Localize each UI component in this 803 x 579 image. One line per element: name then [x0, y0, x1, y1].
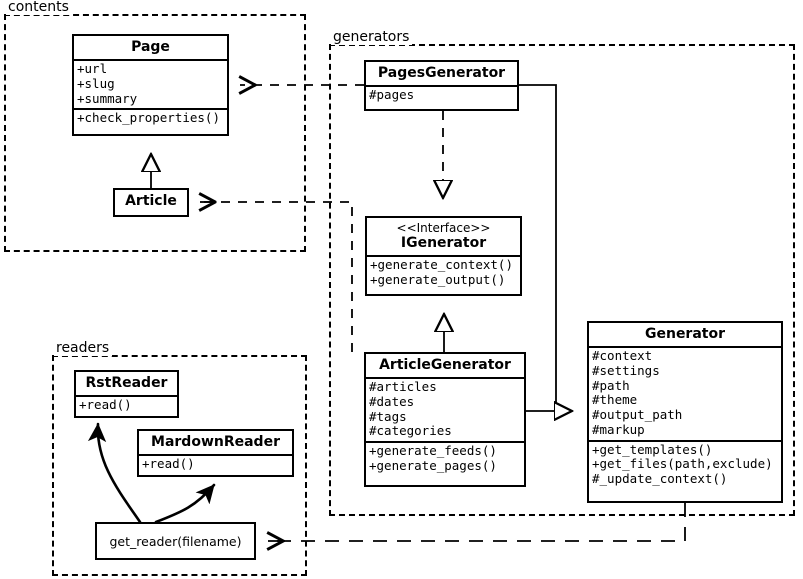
class-name-mardownreader: MardownReader [151, 434, 280, 450]
class-name-text-igenerator: IGenerator [400, 235, 487, 252]
attribute: #dates [369, 393, 415, 409]
method: #_update_context() [592, 471, 728, 487]
class-name-rstreader: RstReader [85, 375, 168, 391]
attribute: +summary [77, 90, 138, 106]
class-name-article: Article [125, 193, 177, 209]
class-name-generator: Generator [644, 326, 725, 342]
method: +check_properties() [77, 110, 220, 126]
package-contents-border [4, 14, 306, 252]
attribute: #articles [369, 379, 437, 395]
class-box-page[interactable]: Page +url +slug +summary +check_properti… [72, 34, 229, 136]
class-name-articlegenerator: ArticleGenerator [379, 357, 511, 373]
method: +generate_pages() [369, 457, 497, 473]
class-box-articlegenerator[interactable]: ArticleGenerator #articles #dates #tags … [364, 352, 526, 487]
function-box-get-reader[interactable]: get_reader(filename) [95, 522, 256, 560]
method: +get_templates() [592, 441, 713, 457]
package-readers-label: readers [54, 340, 113, 356]
package-contents-label: contents [6, 0, 72, 15]
attribute: #categories [369, 423, 452, 439]
class-methods-igenerator: +generate_context() +generate_output() [367, 255, 520, 290]
class-stereotype-igenerator: <<Interface>> [396, 221, 491, 235]
class-box-igenerator[interactable]: <<Interface>> IGenerator +generate_conte… [365, 216, 522, 296]
package-generators-label: generators [331, 29, 413, 45]
attribute: #theme [592, 392, 638, 408]
class-name-pagesgenerator: PagesGenerator [377, 65, 506, 81]
method: +get_files(path,exclude) [592, 456, 773, 472]
class-methods-articlegenerator: +generate_feeds() +generate_pages() [366, 441, 524, 476]
method: +read() [142, 456, 195, 472]
class-attributes-pagesgenerator: #pages [366, 85, 517, 105]
function-label-get-reader: get_reader(filename) [109, 533, 242, 549]
class-box-rstreader[interactable]: RstReader +read() [74, 370, 179, 418]
attribute: #path [592, 377, 630, 393]
class-attributes-page: +url +slug +summary [74, 59, 227, 108]
attribute: #context [592, 348, 653, 364]
package-contents [4, 14, 306, 252]
class-box-article[interactable]: Article [113, 188, 189, 217]
class-attributes-generator: #context #settings #path #theme #output_… [589, 346, 781, 440]
attribute: #output_path [592, 407, 683, 423]
class-box-generator[interactable]: Generator #context #settings #path #them… [587, 321, 783, 503]
class-name-igenerator: <<Interface>> IGenerator [367, 218, 520, 255]
attribute: #settings [592, 362, 660, 378]
class-box-mardownreader[interactable]: MardownReader +read() [137, 429, 294, 477]
class-box-pagesgenerator[interactable]: PagesGenerator #pages [364, 60, 519, 111]
class-methods-mardownreader: +read() [139, 454, 292, 474]
package-readers [52, 355, 307, 576]
class-methods-generator: +get_templates() +get_files(path,exclude… [589, 439, 781, 489]
method: +generate_context() [370, 257, 513, 273]
attribute: #markup [592, 421, 645, 437]
attribute: #pages [369, 87, 415, 103]
class-methods-page: +check_properties() [74, 108, 227, 128]
class-attributes-articlegenerator: #articles #dates #tags #categories [366, 377, 524, 441]
attribute: +url [77, 61, 108, 77]
method: +generate_feeds() [369, 443, 497, 459]
package-readers-border [52, 355, 307, 576]
attribute: #tags [369, 408, 407, 424]
class-methods-rstreader: +read() [76, 395, 177, 415]
attribute: +slug [77, 75, 115, 91]
method: +generate_output() [370, 272, 506, 288]
method: +read() [79, 397, 132, 413]
class-name-page: Page [131, 39, 170, 55]
